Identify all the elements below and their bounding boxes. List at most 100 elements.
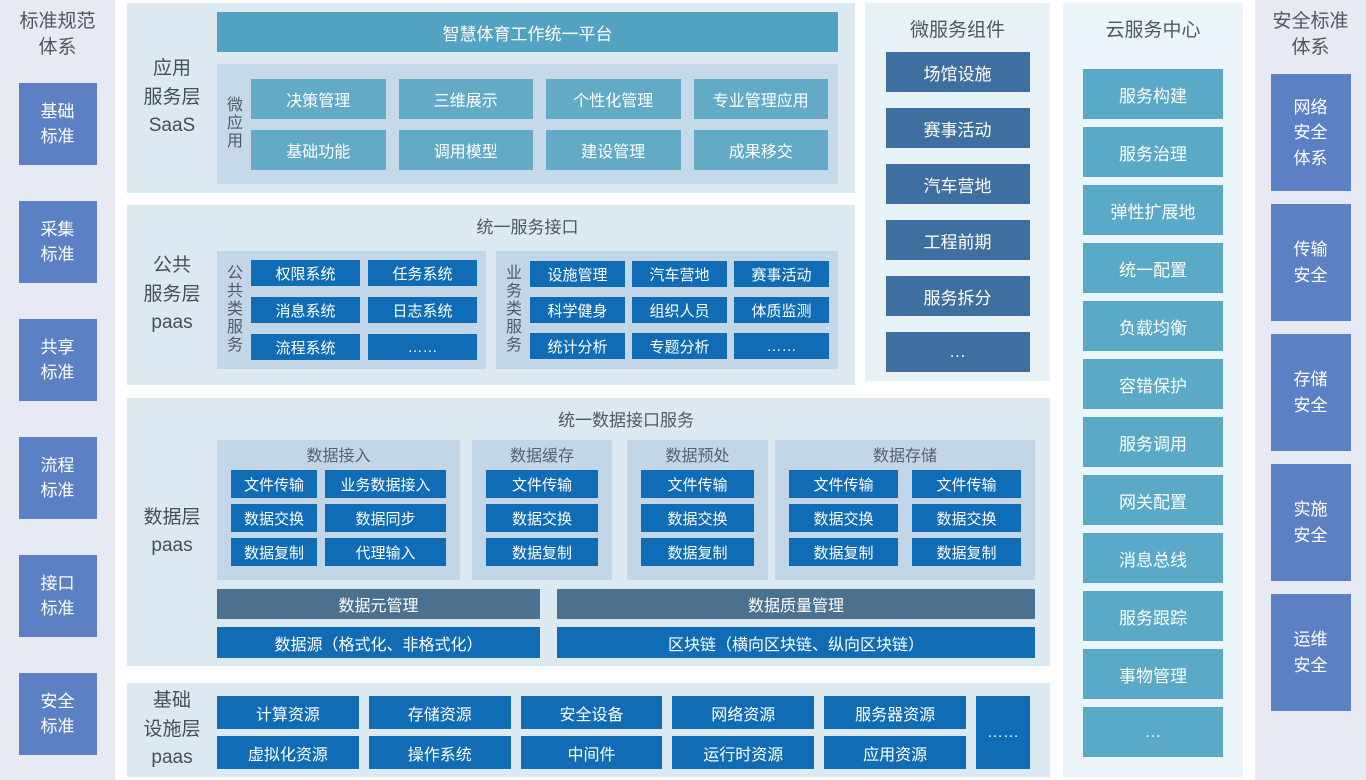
security-standard-box: 实施 安全 <box>1270 464 1351 582</box>
micro-app-subpanel: 微应用 决策管理三维展示个性化管理专业管理应用基础功能调用模型建设管理成果移交 <box>217 64 838 184</box>
data-cache-box: 数据复制 <box>486 538 598 566</box>
data-layer-panel: 数据层 paas 统一数据接口服务 数据接入 文件传输业务数据接入数据交换数据同… <box>127 398 1050 666</box>
data-storage-box: 文件传输 <box>912 470 1021 498</box>
common-service-box: 消息系统 <box>251 297 360 323</box>
application-service-layer-panel: 应用 服务层 SaaS 智慧体育工作统一平台 微应用 决策管理三维展示个性化管理… <box>127 3 855 193</box>
data-cache-group: 数据缓存 文件传输数据交换数据复制 <box>472 440 612 580</box>
common-service-box: …… <box>368 334 477 360</box>
microservices-title: 微服务组件 <box>909 20 1005 41</box>
business-services-label: 业务类服务 <box>505 265 522 354</box>
micro-app-box: 建设管理 <box>546 129 681 170</box>
micro-app-box: 专业管理应用 <box>693 78 828 119</box>
cloud-service-box: 容错保护 <box>1083 359 1223 409</box>
data-access-box: 数据交换 <box>231 504 317 532</box>
infrastructure-resource-box: 服务器资源 <box>824 696 966 729</box>
infrastructure-resource-box: 安全设备 <box>520 696 663 729</box>
data-cache-box: 数据交换 <box>486 504 598 532</box>
cloud-service-box: 服务调用 <box>1083 417 1223 467</box>
standards-spec-list: 基础 标准采集 标准共享 标准流程 标准接口 标准安全 标准 <box>0 83 115 756</box>
business-service-box: 汽车营地 <box>632 261 727 287</box>
micro-app-box: 三维展示 <box>398 78 533 119</box>
business-services-grid: 设施管理汽车营地赛事活动科学健身组织人员体质监测统计分析专题分析…… <box>530 261 829 359</box>
standard-item-box: 共享 标准 <box>18 319 97 402</box>
data-groups-row: 数据接入 文件传输业务数据接入数据交换数据同步数据复制代理输入 数据缓存 文件传… <box>217 440 1035 580</box>
micro-app-box: 基础功能 <box>251 129 386 170</box>
micro-app-box: 调用模型 <box>398 129 533 170</box>
data-access-group: 数据接入 文件传输业务数据接入数据交换数据同步数据复制代理输入 <box>217 440 460 580</box>
infrastructure-more-box: …… <box>976 696 1030 769</box>
data-storage-group: 数据存储 文件传输文件传输数据交换数据交换数据复制数据复制 <box>775 440 1035 580</box>
data-preprocess-box: 数据复制 <box>641 538 754 566</box>
standard-item-box: 流程 标准 <box>18 437 97 520</box>
data-access-box: 文件传输 <box>231 470 317 498</box>
infrastructure-resource-box: 中间件 <box>520 736 663 769</box>
cloud-service-box: 服务跟踪 <box>1083 591 1223 641</box>
infrastructure-resource-box: 运行时资源 <box>672 736 815 769</box>
cloud-service-box: 服务治理 <box>1083 127 1223 177</box>
infrastructure-resource-box: 虚拟化资源 <box>217 736 359 769</box>
infrastructure-resource-box: 应用资源 <box>824 736 966 769</box>
cloud-service-center-panel: 云服务中心 服务构建服务治理弹性扩展地统一配置负载均衡容错保护服务调用网关配置消… <box>1063 3 1243 777</box>
security-standard-box: 存储 安全 <box>1270 334 1351 452</box>
infrastructure-layer-panel: 基础 设施层 paas …… 计算资源存储资源安全设备网络资源服务器资源虚拟化资… <box>127 683 1050 777</box>
data-access-title: 数据接入 <box>306 448 371 465</box>
blockchain-bar: 区块链（横向区块链、纵向区块链） <box>557 627 1035 658</box>
data-storage-title: 数据存储 <box>872 448 937 465</box>
data-storage-box: 数据复制 <box>912 538 1021 566</box>
infrastructure-resource-box: 操作系统 <box>368 736 511 769</box>
microservice-box: 场馆设施 <box>885 52 1030 92</box>
data-storage-box: 数据交换 <box>912 504 1021 532</box>
data-access-box: 数据复制 <box>231 538 317 566</box>
service-subpanels: 公共类服务 权限系统任务系统消息系统日志系统流程系统…… 业务类服务 设施管理汽… <box>217 251 838 369</box>
security-standard-box: 网络 安全 体系 <box>1270 74 1351 192</box>
cloud-service-box: 弹性扩展地 <box>1083 185 1223 235</box>
unified-service-interface-title: 统一服务接口 <box>476 218 579 237</box>
data-preprocess-box: 数据交换 <box>641 504 754 532</box>
public-layer-content: 统一服务接口 公共类服务 权限系统任务系统消息系统日志系统流程系统…… 业务类服… <box>217 205 855 385</box>
data-preprocess-title: 数据预处 <box>665 448 730 465</box>
unified-data-interface-title: 统一数据接口服务 <box>558 411 694 430</box>
micro-app-label: 微应用 <box>226 97 243 150</box>
application-layer-content: 智慧体育工作统一平台 微应用 决策管理三维展示个性化管理专业管理应用基础功能调用… <box>217 3 855 193</box>
data-preprocess-grid: 文件传输数据交换数据复制 <box>641 470 754 566</box>
cloud-service-box: … <box>1083 707 1223 757</box>
standard-item-box: 安全 标准 <box>18 673 97 756</box>
standard-item-box: 接口 标准 <box>18 555 97 638</box>
metadata-management-bar: 数据元管理 <box>217 589 540 619</box>
cloud-center-title: 云服务中心 <box>1105 20 1201 41</box>
data-access-box: 代理输入 <box>325 538 446 566</box>
data-source-bars: 数据源（格式化、非格式化） 区块链（横向区块链、纵向区块链） <box>217 627 1035 658</box>
business-service-box: 设施管理 <box>530 261 625 287</box>
infrastructure-resource-box: 存储资源 <box>368 696 511 729</box>
security-standard-box: 传输 安全 <box>1270 204 1351 322</box>
cloud-service-box: 统一配置 <box>1083 243 1223 293</box>
business-service-box: 体质监测 <box>734 297 829 323</box>
security-standard-box: 运维 安全 <box>1270 594 1351 712</box>
standards-spec-column: 标准规范 体系 基础 标准采集 标准共享 标准流程 标准接口 标准安全 标准 <box>0 0 115 780</box>
cloud-service-box: 网关配置 <box>1083 475 1223 525</box>
common-service-box: 日志系统 <box>368 297 477 323</box>
public-service-layer-panel: 公共 服务层 paas 统一服务接口 公共类服务 权限系统任务系统消息系统日志系… <box>127 205 855 385</box>
infrastructure-resource-box: 网络资源 <box>672 696 815 729</box>
data-preprocess-group: 数据预处 文件传输数据交换数据复制 <box>627 440 768 580</box>
infrastructure-grid: …… 计算资源存储资源安全设备网络资源服务器资源虚拟化资源操作系统中间件运行时资… <box>217 696 1030 777</box>
data-access-box: 数据同步 <box>325 504 446 532</box>
data-layer-label: 数据层 paas <box>143 506 201 557</box>
common-services-label: 公共类服务 <box>226 265 243 354</box>
data-source-bar: 数据源（格式化、非格式化） <box>217 627 540 658</box>
security-standards-list: 网络 安全 体系传输 安全存储 安全实施 安全运维 安全 <box>1255 74 1366 712</box>
security-standards-title: 安全标准 体系 <box>1272 11 1349 58</box>
common-service-box: 任务系统 <box>368 260 477 286</box>
micro-app-box: 个性化管理 <box>546 78 681 119</box>
data-storage-box: 数据交换 <box>789 504 898 532</box>
business-service-box: 科学健身 <box>530 297 625 323</box>
microservices-panel: 微服务组件 场馆设施赛事活动汽车营地工程前期服务拆分… <box>865 3 1050 381</box>
data-cache-box: 文件传输 <box>486 470 598 498</box>
data-management-bars: 数据元管理 数据质量管理 <box>217 589 1035 619</box>
microservice-box: 汽车营地 <box>885 164 1030 204</box>
standard-item-box: 基础 标准 <box>18 83 97 166</box>
data-cache-title: 数据缓存 <box>509 448 574 465</box>
cloud-service-box: 消息总线 <box>1083 533 1223 583</box>
microservice-box: 服务拆分 <box>885 276 1030 316</box>
infrastructure-resource-box: 计算资源 <box>217 696 359 729</box>
